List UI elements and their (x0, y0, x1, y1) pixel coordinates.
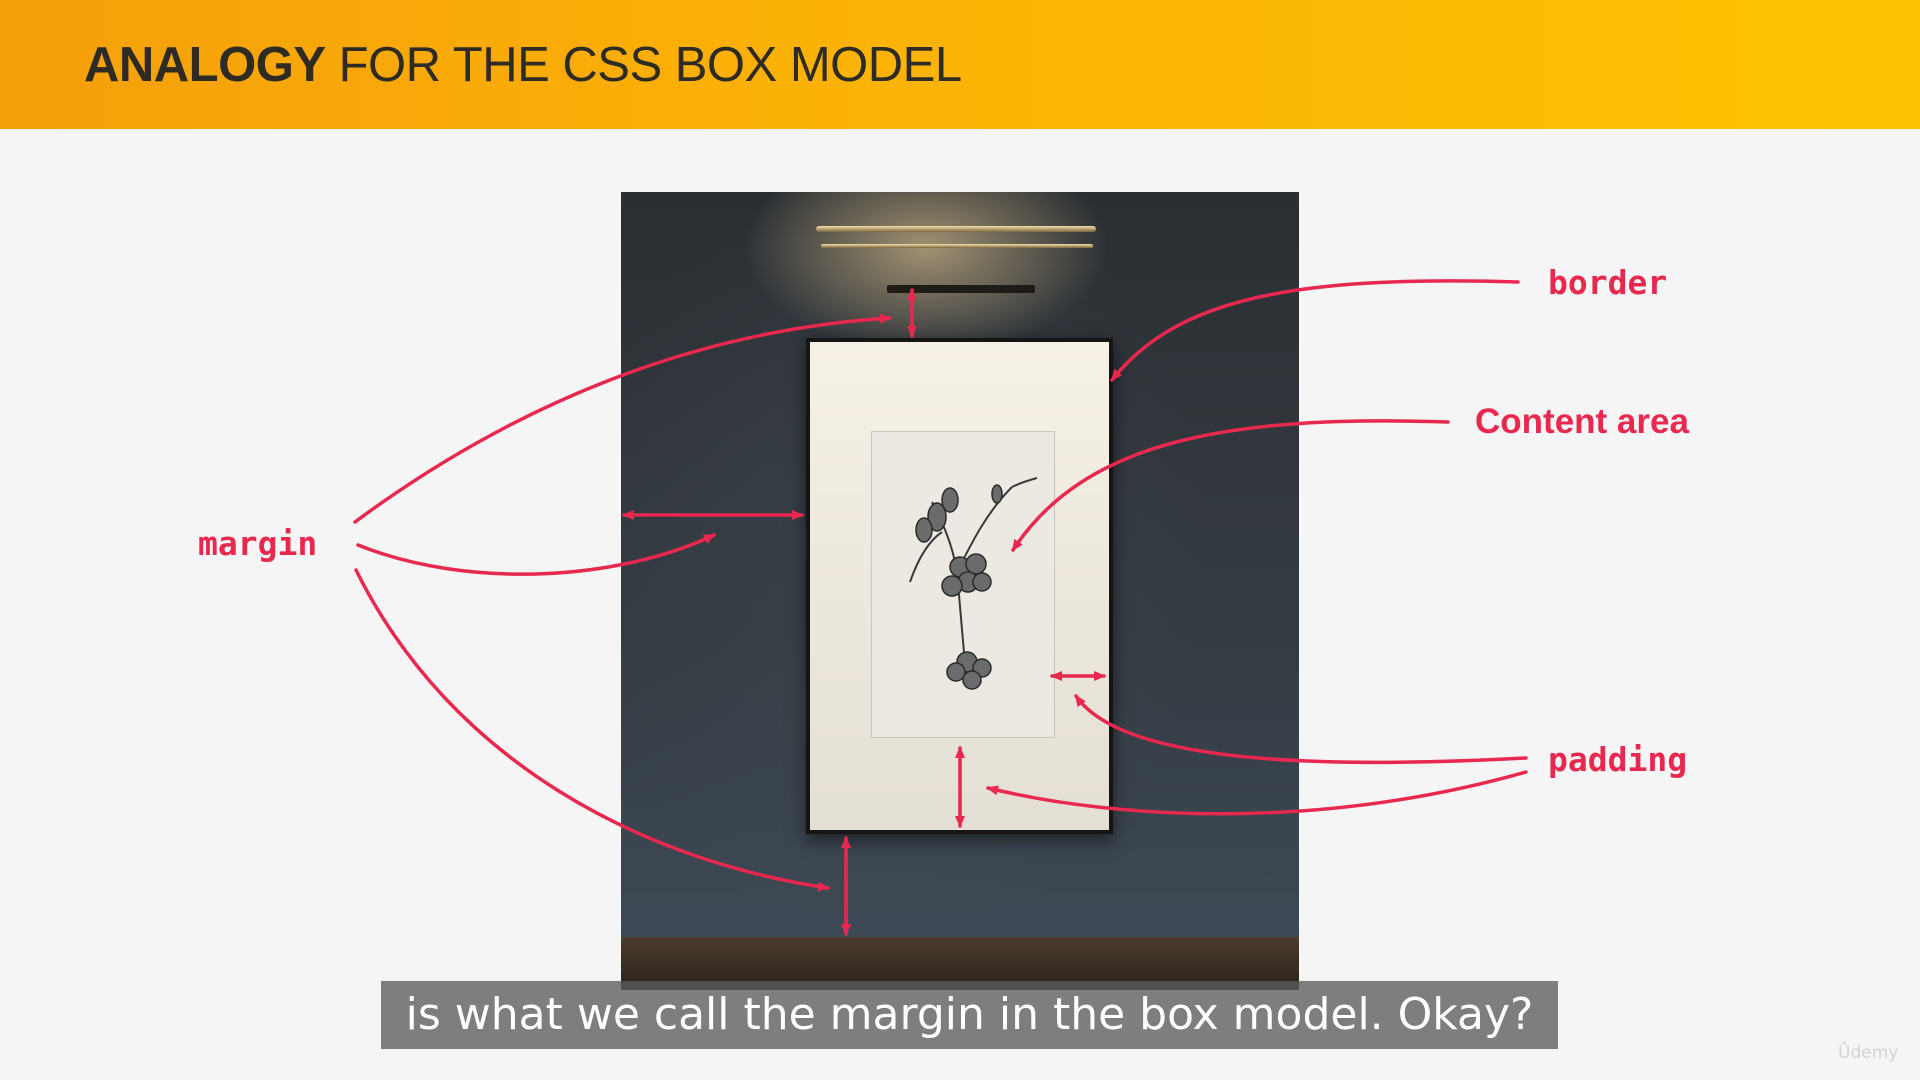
content-area-pointer-arrow (1011, 419, 1450, 552)
margin-pointer-arrow-bottom (354, 568, 830, 892)
botanical-drawing (871, 431, 1055, 738)
framed-picture-photo (621, 192, 1299, 990)
botanical-sketch-icon (909, 477, 1038, 690)
slide-title-bold: ANALOGY (84, 38, 326, 92)
picture-lamp-lower-bar (821, 244, 1093, 248)
border-pointer-arrow (1110, 279, 1520, 382)
udemy-watermark: Ûdemy (1838, 1043, 1899, 1063)
picture-lamp (816, 226, 1096, 232)
picture-mat (810, 342, 1109, 830)
video-subtitle: is what we call the margin in the box mo… (381, 981, 1558, 1049)
lamp-bracket (887, 285, 1035, 293)
margin-label: margin (198, 524, 318, 563)
border-label: border (1548, 263, 1668, 302)
title-bar: ANALOGY FOR THE CSS BOX MODEL (0, 0, 1920, 129)
padding-label: padding (1548, 740, 1688, 779)
margin-pointer-arrow-middle (356, 533, 716, 576)
padding-pointer-arrow-right (1074, 694, 1528, 765)
slide-title-rest: FOR THE CSS BOX MODEL (325, 38, 963, 92)
margin-pointer-arrow-top (353, 313, 892, 524)
content-area-label: Content area (1475, 402, 1689, 441)
padding-pointer-arrow-bottom (986, 770, 1528, 816)
slide-title: ANALOGY FOR THE CSS BOX MODEL (84, 34, 962, 96)
